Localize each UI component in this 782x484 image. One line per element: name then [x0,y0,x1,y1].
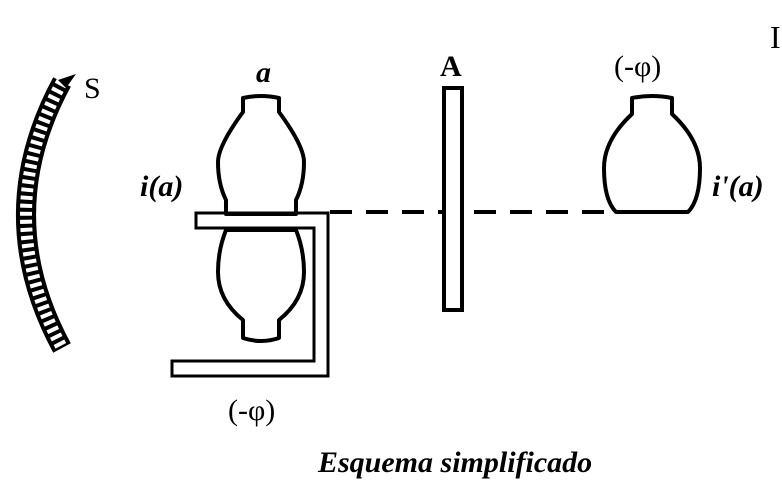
aperture-label: A [440,50,462,83]
mirror-label: S [84,72,101,105]
edge-letter: I [770,19,781,55]
object-label: a [256,56,271,89]
plate-holder [170,211,330,378]
caption: Esquema simplificado [317,446,592,479]
object-vase [216,94,306,216]
object-image-label: i(a) [140,170,183,203]
object-image-vase [216,228,306,343]
aperture-plate [442,86,464,312]
real-image-vase [602,94,702,214]
mirror-arrow-icon [58,74,76,88]
phase-label-bottom: (-φ) [228,394,275,427]
real-image-label: i'(a) [712,170,764,203]
phase-label-top: (-φ) [614,50,661,83]
concave-mirror [16,77,71,353]
